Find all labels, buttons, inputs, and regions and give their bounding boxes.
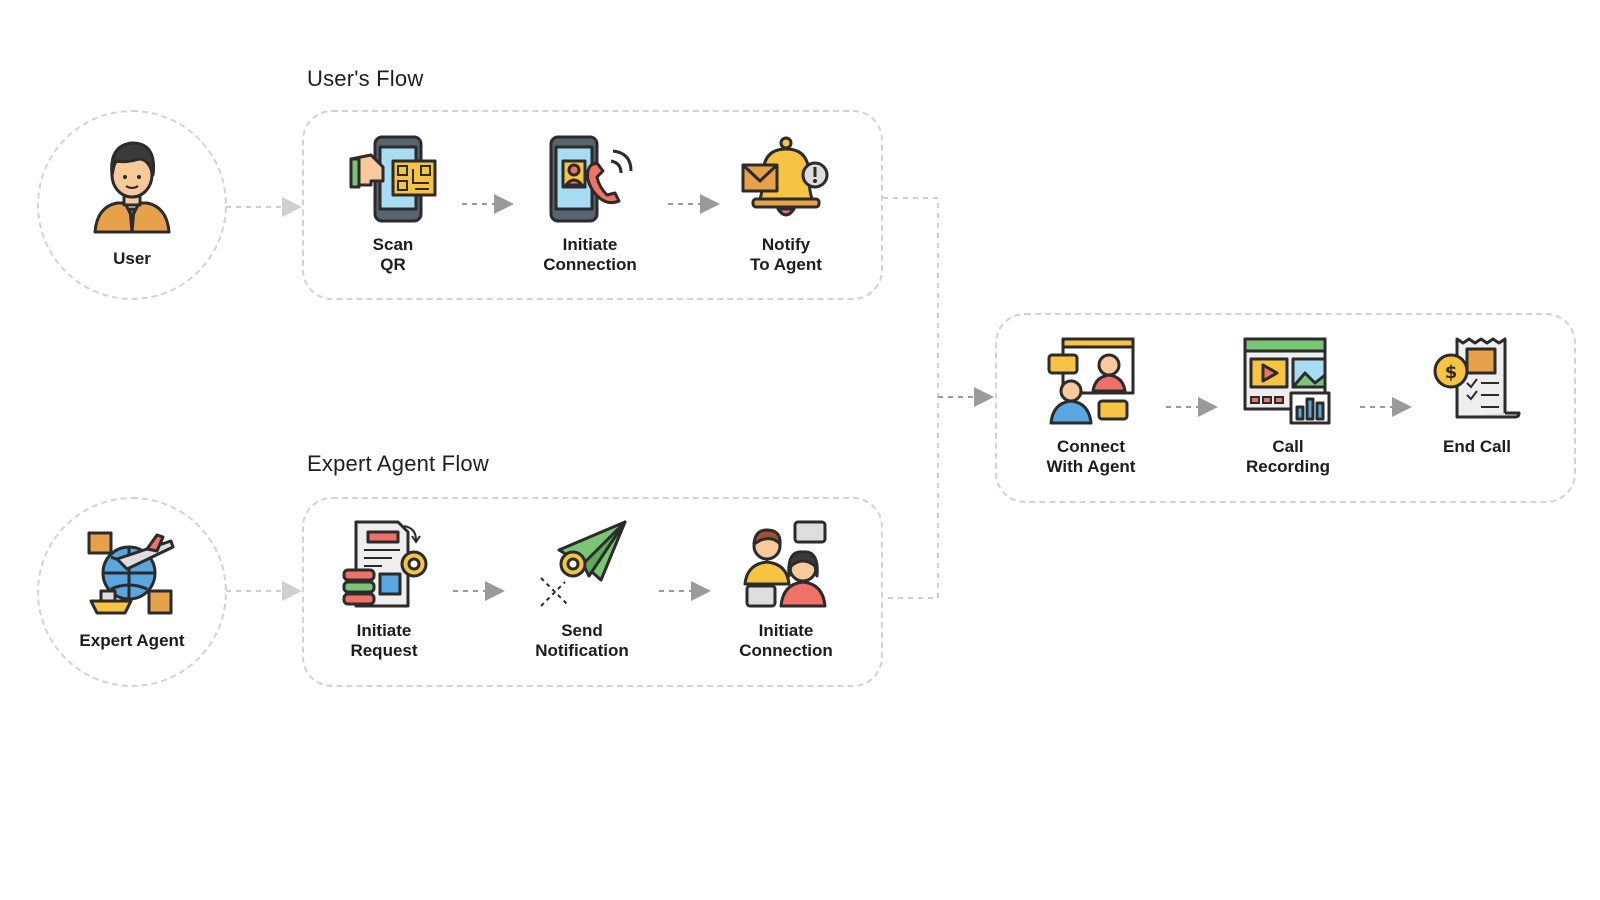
- step-send-notification-line2: Notification: [535, 641, 629, 660]
- scan-qr-icon: [349, 135, 437, 223]
- receipt-end-call-icon: $: [1433, 337, 1521, 419]
- global-logistics-icon: [87, 531, 175, 615]
- people-chat-icon: [743, 520, 827, 608]
- step-initiate-request-label: Initiate Request: [304, 621, 464, 661]
- step-send-notification-label: Send Notification: [502, 621, 662, 661]
- step-initiate-connection-line2: Connection: [543, 255, 637, 274]
- step-connect-agent-line2: With Agent: [1046, 457, 1136, 476]
- step-end-call-line1: End Call: [1442, 437, 1511, 456]
- bell-notification-icon: [741, 136, 829, 217]
- step-connect-agent-label: Connect With Agent: [1011, 437, 1171, 477]
- media-recording-icon: [1243, 337, 1331, 425]
- step-agent-initiate-connection-line1: Initiate: [758, 621, 814, 640]
- step-initiate-request-line2: Request: [350, 641, 418, 660]
- user-avatar-icon: [93, 141, 171, 234]
- step-scan-qr-line1: Scan: [372, 235, 414, 254]
- result-flow-box: [995, 313, 1576, 503]
- paper-plane-icon: [540, 520, 627, 607]
- step-send-notification-line1: Send: [561, 621, 603, 640]
- step-notify-agent-label: Notify To Agent: [706, 235, 866, 275]
- step-call-recording-label: Call Recording: [1208, 437, 1368, 477]
- user-actor-circle: [37, 110, 227, 300]
- merge-line: [883, 197, 939, 599]
- step-initiate-request-line1: Initiate: [356, 621, 412, 640]
- step-call-recording-line1: Call: [1272, 437, 1304, 456]
- agent-actor-circle: [37, 497, 227, 687]
- user-flow-title: User's Flow: [307, 66, 424, 91]
- step-call-recording-line2: Recording: [1245, 457, 1331, 476]
- step-scan-qr-label: Scan QR: [313, 235, 473, 275]
- step-connect-agent-line1: Connect: [1057, 437, 1125, 456]
- step-agent-initiate-connection-line2: Connection: [739, 641, 833, 660]
- user-actor-label: User: [113, 249, 151, 268]
- phone-call-icon: [549, 135, 633, 223]
- agent-actor-label: Expert Agent: [79, 631, 185, 650]
- step-notify-agent-line2: To Agent: [750, 255, 822, 274]
- agent-flow-title: Expert Agent Flow: [307, 451, 489, 476]
- svg-text:$: $: [1445, 362, 1458, 383]
- step-agent-initiate-connection-label: Initiate Connection: [706, 621, 866, 661]
- agent-flow-box: [302, 497, 883, 687]
- step-initiate-connection-label: Initiate Connection: [510, 235, 670, 275]
- step-notify-agent-line1: Notify: [761, 235, 811, 254]
- document-request-icon: [342, 520, 428, 608]
- step-initiate-connection-line1: Initiate: [562, 235, 618, 254]
- video-conference-icon: [1047, 337, 1135, 425]
- step-end-call-label: End Call: [1397, 437, 1557, 457]
- step-scan-qr-line2: QR: [380, 255, 406, 274]
- user-flow-box: [302, 110, 883, 300]
